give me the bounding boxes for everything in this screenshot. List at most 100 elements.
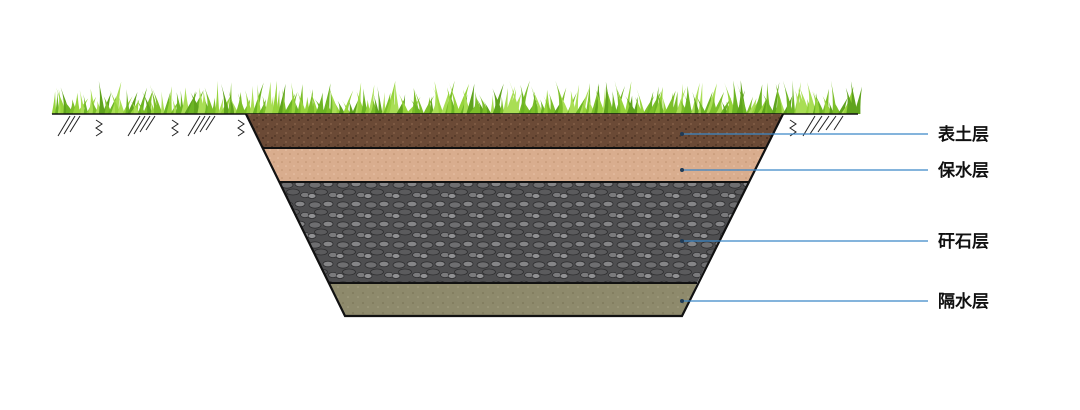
grass-blade [499,96,505,114]
grass-blade [373,93,380,114]
grass-blade [832,99,841,114]
grass-blade [854,86,862,114]
grass-blade [456,83,470,114]
trench-outline [245,113,784,318]
grass-blade [721,100,729,114]
leader-dots [680,132,684,303]
grass-blade [492,88,504,114]
grass-blade [746,96,753,114]
grass-blade [466,83,475,114]
grass-blade [135,98,146,114]
label-gravel: 矸石层 [938,232,989,252]
grass-blade [51,91,57,114]
grass-blade [669,92,675,114]
grass-blade [413,87,424,114]
grass-blade [180,87,190,114]
grass-blade [272,80,278,114]
grass-blade [657,90,665,114]
grass-blade [837,97,848,114]
grass-blade [264,81,273,114]
grass-blade [507,89,517,114]
soil-hatch-left [57,115,245,137]
grass-blade [715,101,724,114]
grass-blade [152,88,163,114]
grass-blade [712,91,725,114]
grass-blade [490,94,495,114]
grass-blade [313,98,327,114]
grass-blade [579,87,590,114]
grass-blade [79,90,86,114]
grass-blade [282,88,287,114]
leader-lines [682,133,928,302]
grass-blade [448,81,460,114]
grass-blade [432,86,444,114]
grass-blade [625,95,638,114]
grass-blade [850,81,858,114]
grass-blade [398,93,410,114]
grass-blade [342,100,351,114]
grass-blade [361,88,368,114]
grass-blade [575,95,587,114]
label-barrier: 隔水层 [938,291,989,312]
grass-blade [141,91,153,114]
grass-blade [211,97,217,114]
grass-blade [531,85,540,114]
grass-blade [791,80,796,114]
grass-blade [306,89,314,114]
grass-blade [502,88,508,114]
grass-blade [269,95,274,114]
grass-blade [221,83,230,114]
grass-blade [291,82,297,114]
grass-blade [72,92,81,114]
grass-blade [166,86,172,114]
grass-strip [51,80,862,114]
grass-blade [483,100,492,114]
grass-blade [731,80,740,114]
grass-blade [509,80,521,114]
grass-blade [55,92,60,114]
grass-blade [694,94,707,114]
grass-blade [217,98,224,114]
layer-barrier-texture [329,283,697,316]
grass-blade [549,93,557,114]
grass-blade [131,101,141,114]
grass-blade [337,100,346,114]
grass-blade [109,89,121,114]
grass-blade [505,86,516,114]
grass-blade [204,87,215,114]
grass-blade [568,90,577,114]
grass-blade [245,90,253,114]
layer-retention-texture [263,148,766,182]
grass-blade [149,84,159,114]
grass-blade [736,83,748,114]
layer-boundaries [263,147,766,284]
grass-blade [137,87,148,114]
grass-blade [762,92,775,114]
layer-gravel-texture [280,182,749,283]
grass-blade [691,82,700,114]
grass-blade [237,93,246,114]
label-retention: 保水层 [937,160,989,181]
grass-blade [778,95,786,114]
grass-blade [381,92,386,114]
grass-blade [615,84,627,114]
grass-blade [187,91,196,114]
grass-blade [782,80,794,114]
grass-blade [635,96,643,114]
grass-blade [424,97,432,114]
grass-blade [531,87,543,114]
grass-blade [256,84,261,114]
grass-blade [595,89,606,114]
grass-blade [518,80,530,114]
grass-blade [249,85,255,114]
label-topsoil: 表土层 [938,124,989,145]
grass-blade [322,83,331,114]
grass-blade [610,91,618,114]
grass-blade [98,81,106,114]
grass-blade [543,95,553,114]
grass-blade [813,91,825,114]
grass-blade [334,101,342,114]
grass-blade [275,89,281,114]
grass-blade [377,86,383,114]
grass-blade [522,99,532,114]
